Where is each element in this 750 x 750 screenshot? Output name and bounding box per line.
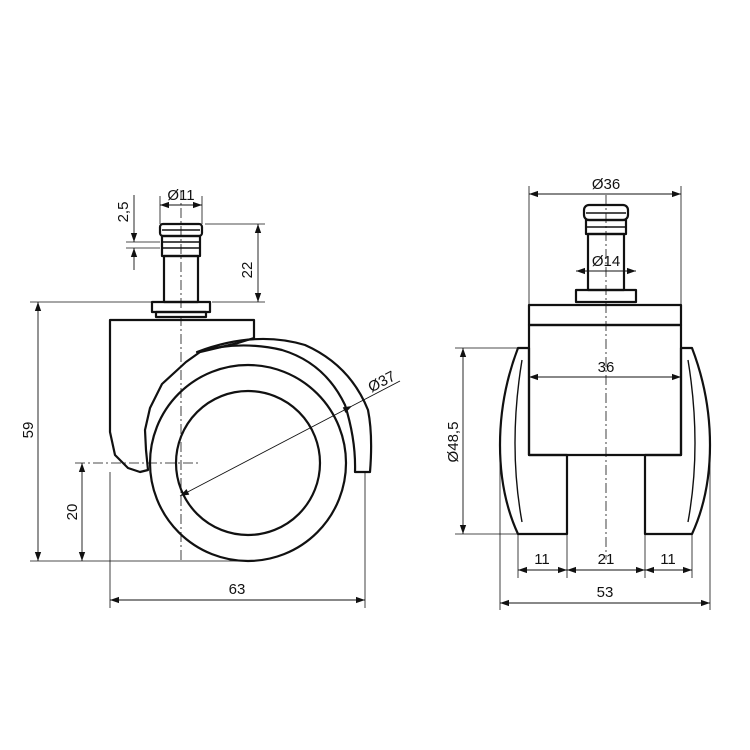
dim-front-overall-width: 53 [499,450,711,610]
dim-side-overall-length: 63 [109,472,366,608]
side-overall-length-label: 63 [229,581,246,598]
side-stem-height-label: 22 [239,262,256,279]
front-overall-width-label: 53 [597,584,614,601]
side-overall-height-label: 59 [20,422,37,439]
side-wheel-tread [195,337,373,474]
dim-front-stem-diameter: Ø14 [576,253,636,275]
front-housing-width-label: 36 [598,359,615,376]
dim-side-overall-height: 59 [20,301,248,562]
side-view: Ø11 2,5 22 Ø37 59 [20,187,401,608]
front-collar [527,303,683,327]
side-axle-height-label: 20 [64,504,81,521]
front-view: Ø36 Ø14 36 Ø48,5 11 21 [445,176,712,610]
dim-side-stem-height: 22 [205,223,265,303]
dim-front-wheel-diameter: Ø48,5 [445,347,518,535]
front-wheel-width-left-label: 11 [534,551,550,568]
front-wheel-width-right-label: 11 [660,551,676,568]
dim-side-ring-height: 2,5 [115,195,160,270]
front-gap-width-label: 21 [598,551,615,568]
dim-front-housing-width: 36 [529,359,681,381]
side-ring-height-label: 2,5 [115,202,132,223]
front-wheel-left [498,346,569,536]
front-collar-diameter-label: Ø36 [592,176,620,193]
dim-side-wheel-diameter: Ø37 [179,368,401,497]
front-wheel-right [643,346,712,536]
dim-side-stem-diameter: Ø11 [159,187,203,224]
dim-front-widths: 11 21 11 [517,534,693,578]
dim-side-axle-height: 20 [64,463,86,561]
front-stem-diameter-label: Ø14 [592,253,620,270]
front-wheel-diameter-label: Ø48,5 [445,422,462,463]
dim-front-collar-diameter: Ø36 [528,176,682,305]
side-stem-diameter-label: Ø11 [167,187,194,204]
front-housing [527,323,683,457]
side-wheel-diameter-label: Ø37 [365,368,398,396]
